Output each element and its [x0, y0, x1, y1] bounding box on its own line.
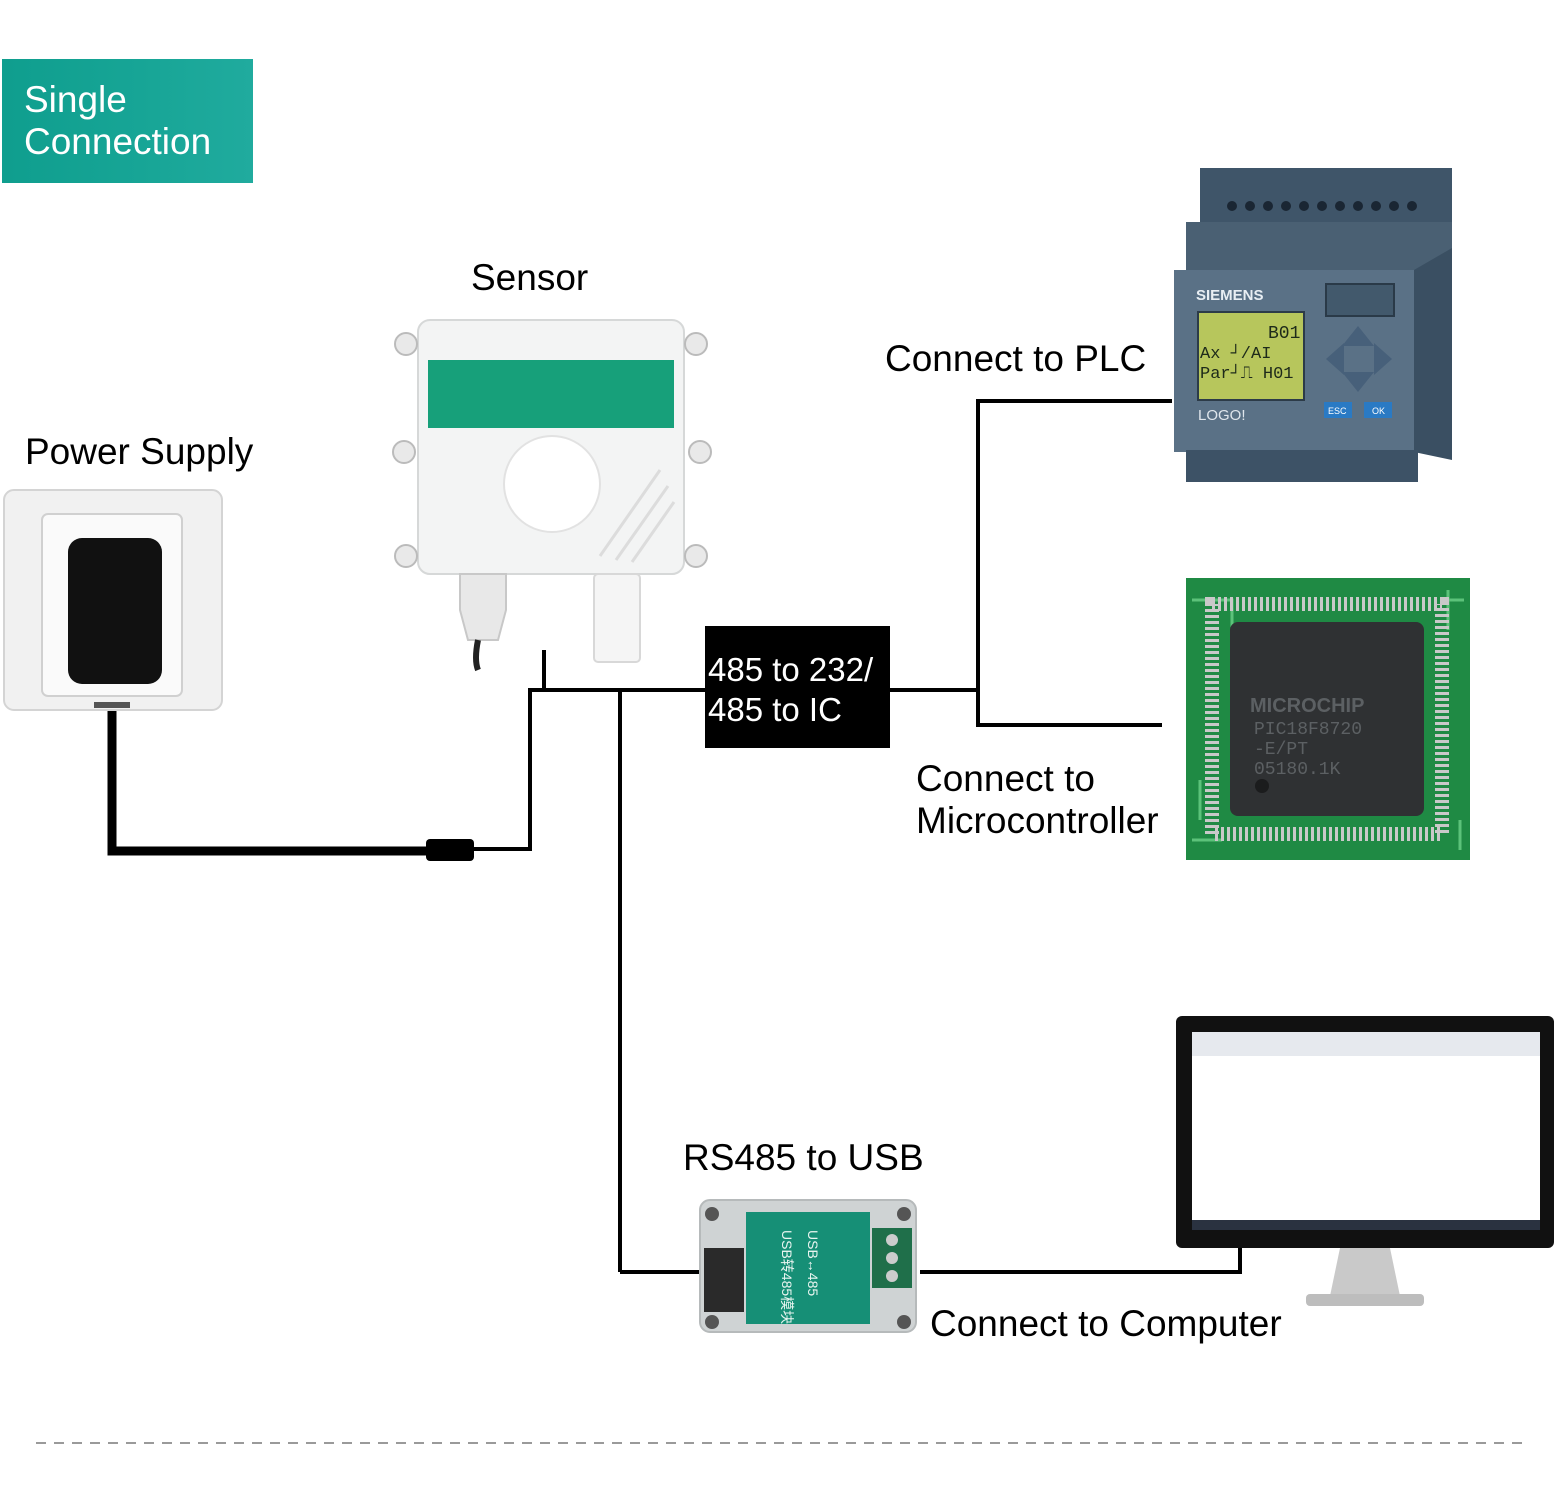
- microchip-icon: MICROCHIP PIC18F8720 -E/PT 05180.1K: [1186, 578, 1470, 860]
- sensor-label: Sensor: [471, 257, 589, 298]
- badge-line-2: Connection: [24, 121, 212, 162]
- usb-module-text-1: USB转485模块: [779, 1230, 795, 1324]
- connect-mcu-label-line-1: Connect to: [916, 758, 1095, 799]
- plc-brand: SIEMENS: [1196, 287, 1264, 304]
- power-supply-label: Power Supply: [25, 431, 254, 472]
- connect-computer-label: Connect to Computer: [930, 1303, 1282, 1344]
- rs485-usb-label: RS485 to USB: [683, 1137, 924, 1178]
- usb-module-text-2: USB↔485: [805, 1230, 821, 1296]
- wall-socket-icon: [3, 489, 223, 711]
- bus-lines: [618, 399, 1242, 1274]
- plc-screen-line-3: Par┘⎍ H01: [1200, 363, 1294, 384]
- badge-line-1: Single: [24, 79, 127, 120]
- plc-screen-line-2: Ax ┘/AI: [1200, 343, 1271, 364]
- monitor-icon: [1176, 1016, 1554, 1306]
- plc-icon: SIEMENS B01 Ax ┘/AI Par┘⎍ H01 LOGO! ESC …: [1174, 168, 1452, 482]
- connect-plc-label: Connect to PLC: [885, 338, 1147, 379]
- connect-mcu-label-line-2: Microcontroller: [916, 800, 1159, 841]
- chip-code: 05180.1K: [1254, 760, 1341, 780]
- usb-module-icon: USB转485模块 USB↔485: [699, 1199, 917, 1333]
- plc-ok-key: OK: [1372, 406, 1385, 416]
- section-badge: Single Connection: [2, 59, 253, 183]
- plc-screen-line-1: B01: [1268, 324, 1300, 344]
- sensor-box-icon: [392, 319, 712, 672]
- chip-suffix: -E/PT: [1254, 740, 1308, 760]
- plc-esc-key: ESC: [1328, 406, 1347, 416]
- converter-line-1: 485 to 232/: [708, 651, 874, 688]
- converter-box: 485 to 232/ 485 to IC: [705, 626, 890, 748]
- converter-line-2: 485 to IC: [708, 691, 842, 728]
- chip-part: PIC18F8720: [1254, 720, 1362, 740]
- chip-brand: MICROCHIP: [1250, 695, 1364, 717]
- plc-logo: LOGO!: [1198, 407, 1246, 424]
